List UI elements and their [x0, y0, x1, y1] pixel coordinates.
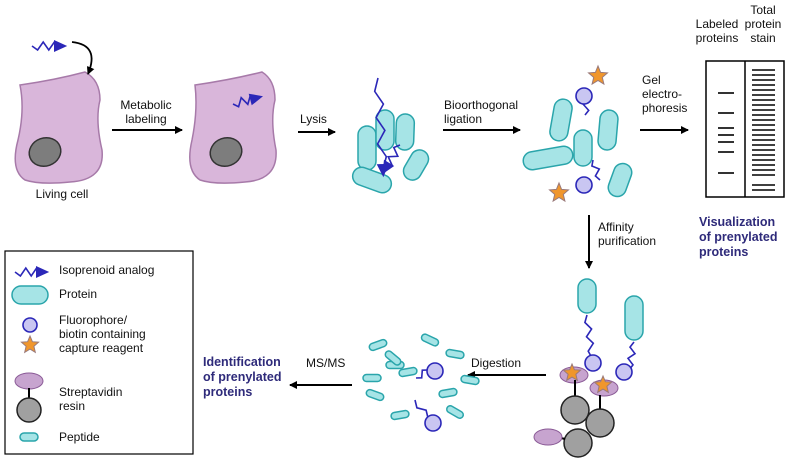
ligated-star-2: [548, 181, 570, 203]
peptide-5: [398, 366, 418, 378]
ligated-protein-5: [607, 162, 633, 198]
peptide-12: [384, 350, 402, 366]
legend-peptide: Peptide: [59, 430, 100, 444]
resin-bead-1: [560, 395, 590, 425]
legend-resin-icon: [16, 397, 42, 423]
peptide-capture-1: [426, 362, 444, 380]
ligated-protein-4: [597, 109, 619, 151]
digestion-label: Digestion: [471, 356, 522, 370]
lysate-protein-3: [394, 113, 416, 151]
resin-bead-2: [585, 408, 615, 438]
lysis-label: Lysis: [300, 112, 327, 126]
living-cell-label: Living cell: [35, 187, 89, 201]
lysate-protein-1: [357, 125, 377, 171]
captured-chain-2: [626, 341, 637, 371]
free-strept: [533, 428, 563, 446]
ligated-protein-3: [573, 129, 593, 167]
legend-capture-icon: [22, 317, 38, 333]
ligated-protein-2: [549, 98, 573, 142]
captured-capture-2: [615, 363, 633, 381]
legend-star-icon: [20, 334, 40, 354]
peptide-8: [438, 387, 458, 399]
peptide-6: [362, 373, 382, 383]
legend-strept-icon: [14, 372, 44, 390]
peptide-capture-2: [424, 414, 442, 432]
legend-analog-icon-head: [36, 266, 50, 278]
peptide-2: [420, 333, 440, 347]
lysate-analog-upper-chain: [373, 77, 388, 171]
captured-capture-1: [584, 354, 602, 372]
lysate-protein-4: [351, 166, 393, 194]
living-cell: [14, 71, 103, 184]
captured-star-1: [562, 362, 582, 382]
legend-protein-icon: [11, 285, 49, 305]
captured-chain-1: [584, 314, 595, 359]
peptide-3: [445, 348, 465, 360]
captured-protein-1: [577, 278, 597, 314]
internal-isoprenoid-analog-head: [248, 93, 263, 106]
nucleus-1: [28, 137, 62, 167]
captured-star-2: [593, 374, 613, 394]
uptake-arrow: [71, 41, 95, 75]
ms-ms-label: MS/MS: [306, 356, 346, 370]
ligated-chain-2: [590, 159, 601, 181]
peptide-10: [390, 409, 410, 421]
ligated-capture-1: [575, 87, 593, 105]
captured-protein-2: [624, 295, 644, 341]
lysate-protein-5: [402, 149, 430, 181]
peptide-chain-2: [414, 399, 429, 419]
peptide-1: [368, 338, 388, 352]
nucleus-2: [209, 137, 243, 167]
legend-peptide-icon: [19, 432, 39, 442]
peptide-chain-1: [415, 369, 429, 379]
ligated-capture-2: [575, 176, 593, 194]
labeled-cell: [189, 71, 277, 184]
ligated-protein-1: [522, 145, 574, 171]
legend-protein: Protein: [59, 287, 98, 301]
lysate-analog-lower-head: [382, 159, 395, 175]
free-isoprenoid-analog-head: [54, 40, 68, 52]
peptide-9: [365, 388, 385, 402]
peptide-11: [445, 405, 465, 419]
peptide-7: [460, 374, 480, 386]
ligated-star-1: [587, 64, 609, 86]
resin-bead-3: [563, 428, 593, 458]
legend-isoprenoid-analog: Isoprenoid analog: [59, 263, 155, 277]
